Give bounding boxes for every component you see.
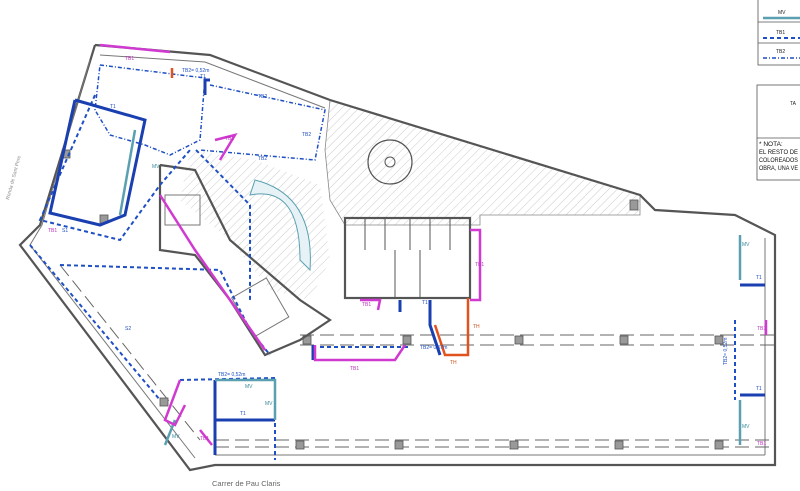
tb1-partition (59, 264, 271, 356)
label-mv: MV (742, 242, 750, 248)
label-tb1: TB1 (757, 326, 766, 332)
street-label-left: Ronda de Sant Pere (5, 155, 23, 201)
label-tb1: TB1 (200, 436, 209, 442)
label-tb1: TB1 (225, 136, 234, 142)
tb1-partition (29, 244, 161, 401)
tb1-partition (179, 376, 276, 460)
dimension-tb2: TB2= 0,57m (420, 345, 447, 351)
t1-wall (428, 300, 442, 356)
label-t1: T1 (110, 104, 116, 110)
legend-note: COLOREADOS (759, 157, 799, 164)
dimension-tb2: TB2= 0,52m (723, 338, 729, 365)
label-t1: T1 (200, 74, 206, 80)
legend-note: OBRA, UNA VE (759, 165, 799, 172)
tb2-partition (199, 84, 326, 161)
magenta-wall (214, 133, 238, 161)
label-tb1: TB1 (48, 228, 57, 234)
label-t1: T1 (422, 300, 428, 306)
tb1-partition (195, 149, 251, 300)
label-tb2: TB2 (258, 94, 267, 100)
legend-note: EL RESTO DE (759, 149, 799, 156)
label-s1: S1 (62, 228, 68, 234)
label-t1: T1 (756, 275, 762, 281)
legend-tb1-label: TB1 (776, 30, 785, 36)
magenta-wall (99, 43, 171, 54)
label-tb1: TB1 (475, 262, 484, 268)
label-mv: MV (152, 164, 160, 170)
dimension-tb2: TB2= 0,52m (182, 68, 209, 74)
legend-mv-label: MV (778, 10, 786, 16)
legend-note: * NOTA: (759, 141, 783, 148)
magenta-wall (158, 194, 267, 351)
label-tb1: TB1 (350, 366, 359, 372)
magenta-wall (360, 298, 382, 311)
plan-labels: TB1 TB2 TB2 TB2 T1 T1 S1 S2 MV TB1 TB1 T… (48, 56, 766, 447)
th-wall (433, 298, 470, 357)
magenta-wall (313, 344, 407, 362)
label-tb2: TB2 (302, 132, 311, 138)
label-t1: T1 (240, 411, 246, 417)
inner-wall-line (99, 54, 326, 109)
t1-wall (48, 98, 147, 227)
left-inner-line (29, 59, 196, 459)
magenta-wall (163, 379, 187, 427)
label-tb1: TB1 (125, 56, 134, 62)
label-tb1: TB1 (757, 441, 766, 447)
label-mv: MV (172, 434, 180, 440)
label-th: TH (450, 360, 457, 366)
lift-shaft (164, 194, 201, 226)
label-t1: T1 (756, 386, 762, 392)
label-mv: MV (265, 401, 273, 407)
toilet-block (343, 216, 472, 300)
label-mv: MV (245, 384, 253, 390)
hatched-void-area (324, 99, 641, 226)
toilet-partitions (364, 218, 451, 298)
label-th: TH (473, 324, 480, 330)
stair-curve (249, 179, 311, 272)
label-tb1: TB1 (362, 302, 371, 308)
label-s2: S2 (125, 326, 131, 332)
t1-wall (203, 78, 210, 95)
magenta-wall (470, 228, 482, 302)
magenta-wall (199, 429, 213, 446)
mv-wall (118, 129, 137, 216)
stair-hatch (180, 150, 330, 300)
street-label-bottom: Carrer de Pau Claris (212, 479, 281, 488)
legend-tb2-label: TB2 (776, 49, 785, 55)
dimension-tb2: TB2= 0,52m (218, 372, 245, 378)
spiral-stair-core (384, 156, 396, 168)
tb2-partition (94, 64, 206, 156)
mv-wall (215, 378, 277, 420)
label-tb2: TB2 (258, 156, 267, 162)
legend: MV TB1 TB2 TA * NOTA: EL RESTO DE COLORE… (756, 0, 800, 181)
outer-wall (18, 43, 777, 472)
core-wall (158, 163, 332, 357)
spiral-stair (367, 139, 413, 185)
beam-line (59, 264, 201, 441)
label-mv: MV (742, 424, 750, 430)
legend-table-title: TA (790, 101, 797, 107)
